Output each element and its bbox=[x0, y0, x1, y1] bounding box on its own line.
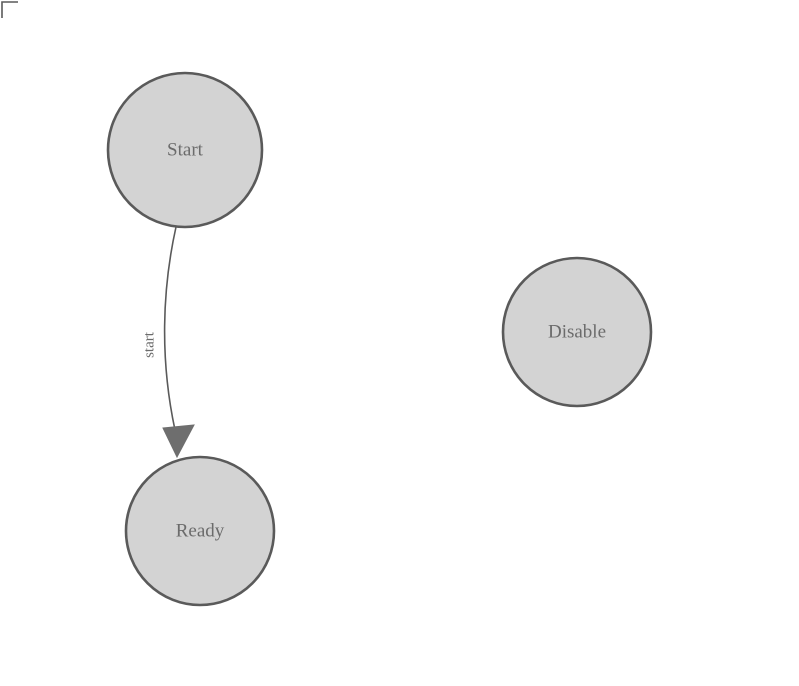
node-start[interactable]: Start bbox=[106, 71, 264, 229]
node-disable-circle bbox=[501, 256, 653, 408]
node-ready[interactable]: Ready bbox=[124, 455, 276, 607]
node-disable[interactable]: Disable bbox=[501, 256, 653, 408]
edge-start-to-ready[interactable]: start bbox=[141, 226, 195, 459]
node-disable-label: Disable bbox=[548, 321, 606, 342]
corner-mark-icon bbox=[1, 1, 18, 18]
edge-label-start: start bbox=[141, 331, 157, 358]
node-start-label: Start bbox=[167, 139, 204, 160]
arrowhead-icon bbox=[162, 424, 195, 459]
node-start-circle bbox=[106, 71, 264, 229]
node-ready-label: Ready bbox=[176, 520, 225, 541]
node-ready-circle bbox=[124, 455, 276, 607]
edge-line bbox=[163, 226, 177, 431]
